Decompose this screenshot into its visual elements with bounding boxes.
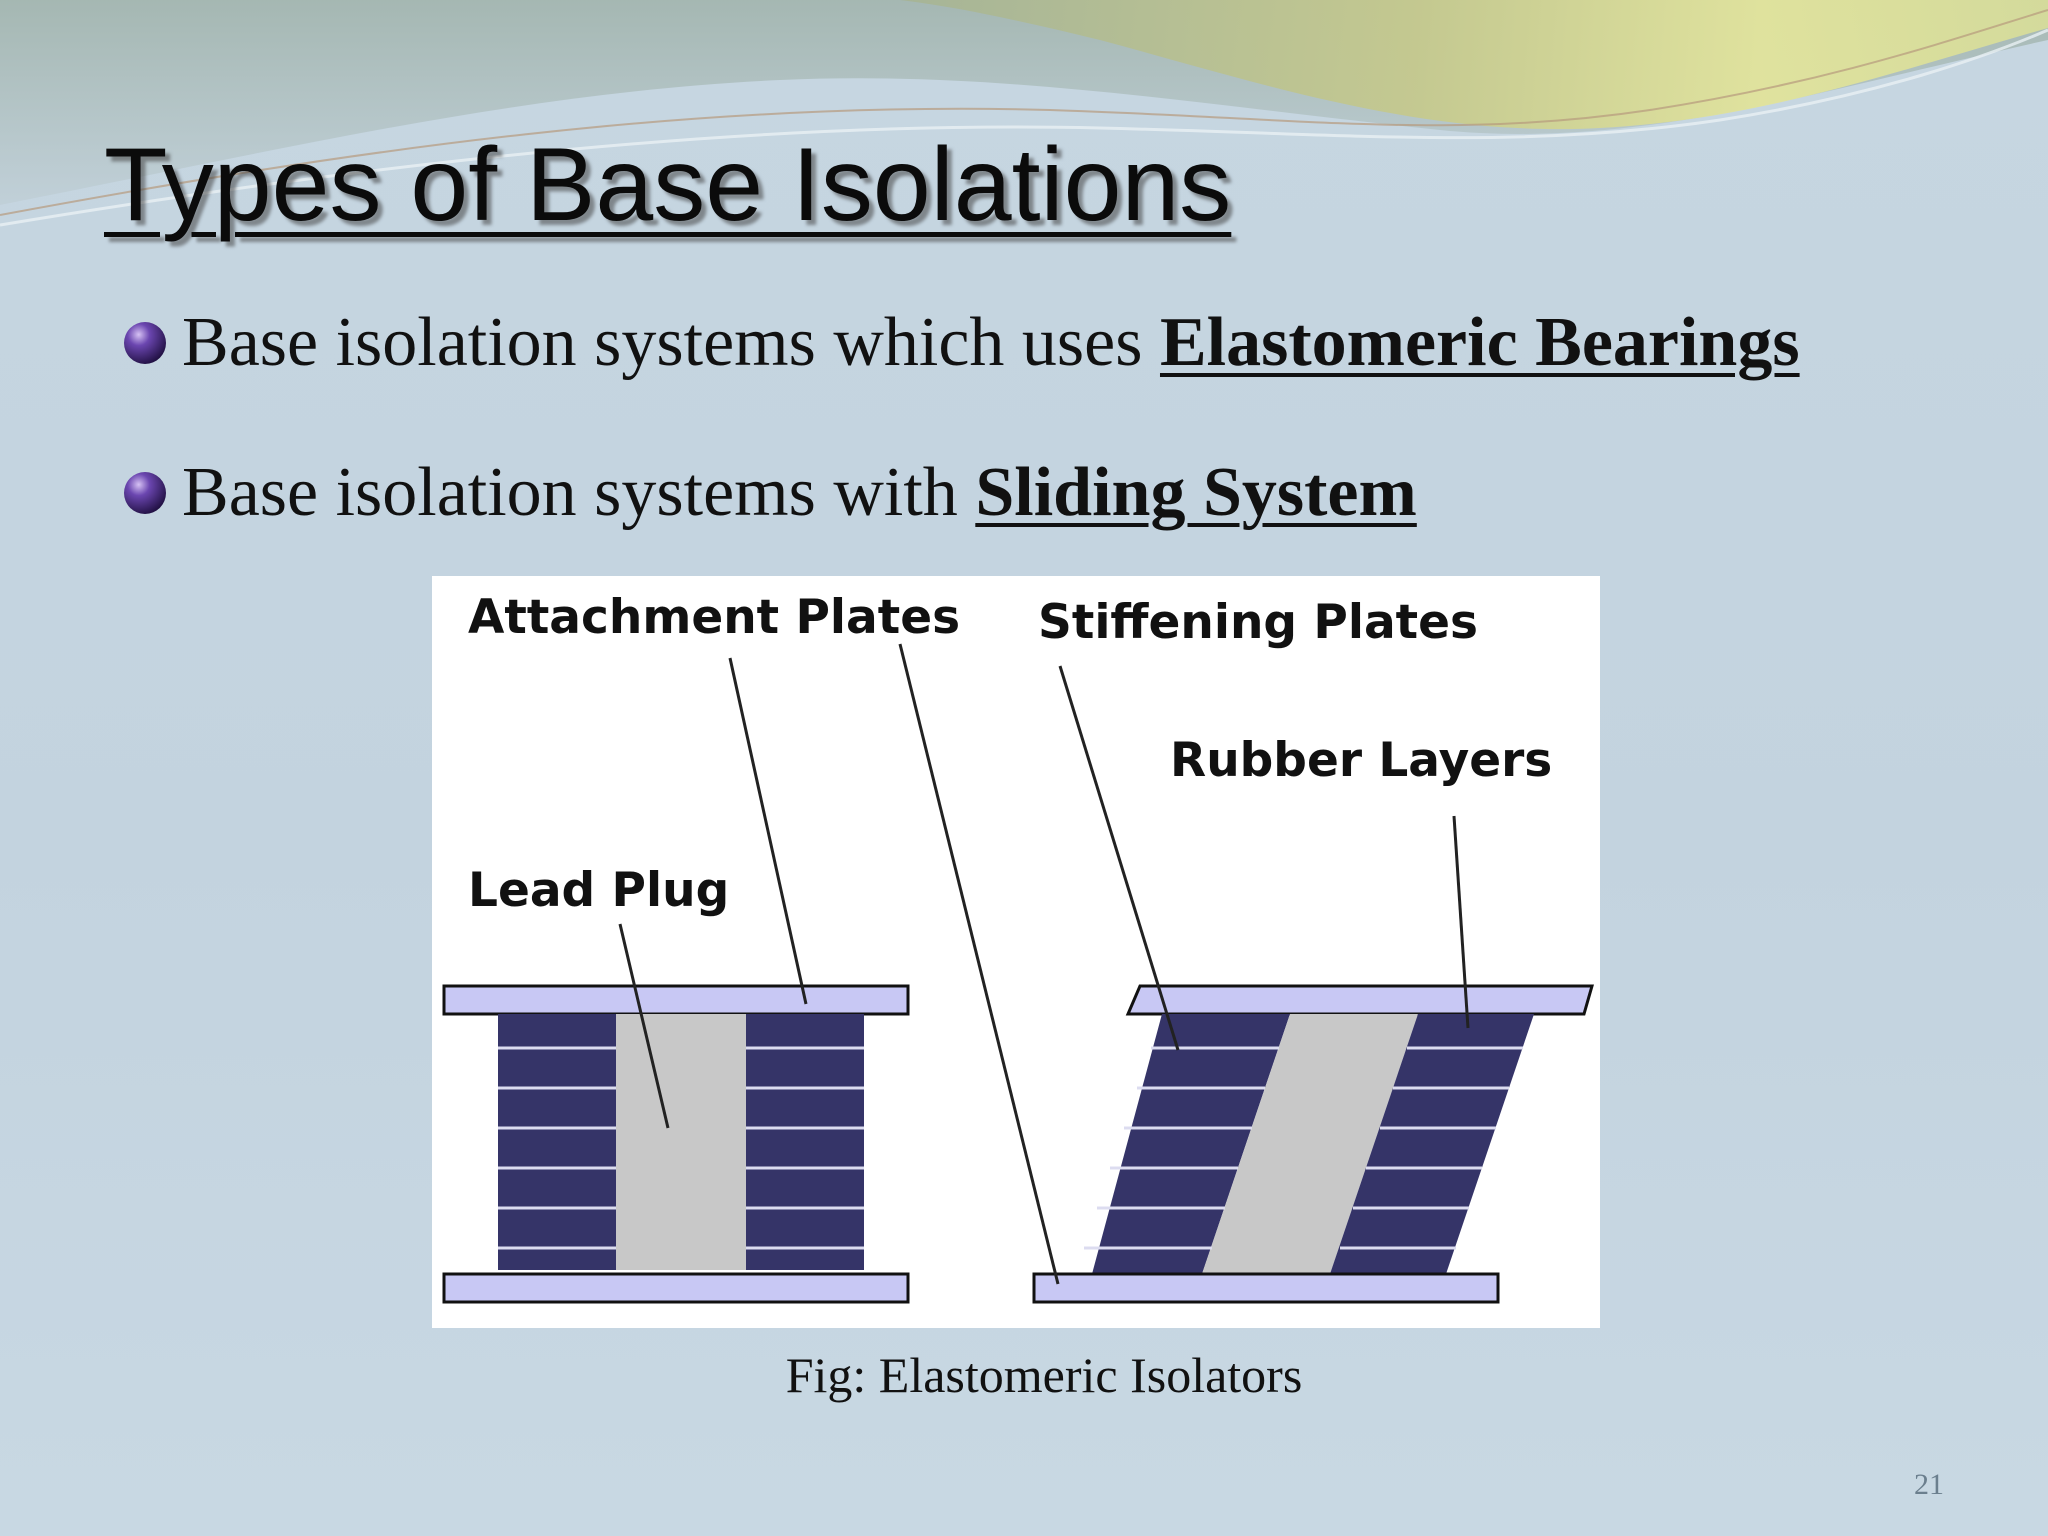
- bullet-text: Base isolation systems with Sliding Syst…: [182, 454, 1417, 531]
- stiffening-plate-lines: [1084, 1046, 1523, 1250]
- leader-lines: [618, 643, 1470, 1285]
- figure-caption: Fig: Elastomeric Isolators: [785, 1347, 1303, 1403]
- purple-sphere-bullet-icon: [124, 472, 166, 514]
- bullet-list: Base isolation systems which uses Elasto…: [122, 300, 1800, 600]
- rubber-stack-left: [498, 1014, 616, 1270]
- top-attachment-plate: [442, 984, 910, 1016]
- deformed-isolator: [1032, 984, 1594, 1304]
- bullet-text: Base isolation systems which uses Elasto…: [182, 304, 1800, 381]
- rubber-stack-right: [746, 1014, 864, 1270]
- label-attachment-plates: Attachment Plates: [468, 590, 960, 645]
- lead-plug: [1202, 1014, 1418, 1274]
- page-number: 21: [1914, 1468, 1944, 1501]
- bullet-emphasis: Sliding System: [975, 454, 1417, 531]
- stiffening-plate-lines: [498, 1046, 864, 1250]
- lead-plug: [616, 1014, 746, 1270]
- isolator-diagram: Attachment Plates Stiffening Plates Rubb…: [442, 590, 1594, 1304]
- bottom-attachment-plate: [442, 1272, 910, 1304]
- label-rubber-layers: Rubber Layers: [1170, 733, 1552, 788]
- bullet-emphasis: Elastomeric Bearings: [1159, 304, 1800, 381]
- slide-title: Types of Base Isolations: [104, 127, 1232, 243]
- bullet-item-elastomeric: Base isolation systems which uses Elasto…: [122, 300, 1800, 386]
- bullet-item-sliding: Base isolation systems with Sliding Syst…: [122, 450, 1800, 536]
- elastomeric-isolator-figure: Attachment Plates Stiffening Plates Rubb…: [432, 576, 1600, 1328]
- undeformed-isolator: [442, 984, 910, 1304]
- label-stiffening-plates: Stiffening Plates: [1038, 595, 1478, 650]
- header-wave-decoration: [0, 0, 2048, 227]
- top-attachment-plate: [1125, 984, 1594, 1016]
- label-lead-plug: Lead Plug: [468, 863, 729, 918]
- purple-sphere-bullet-icon: [124, 322, 166, 364]
- bottom-attachment-plate: [1032, 1272, 1500, 1304]
